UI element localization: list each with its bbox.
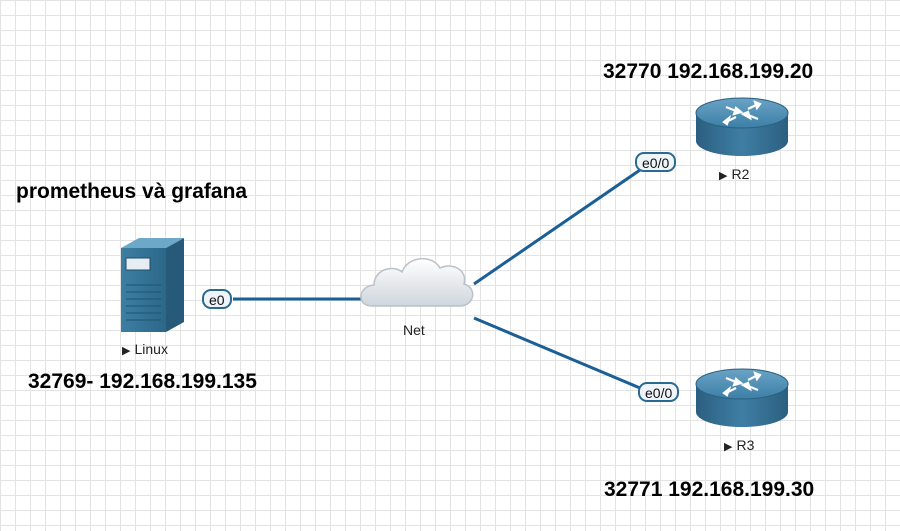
node-label-r3[interactable]: ▶R3 <box>724 437 754 453</box>
r2-annotation: 32770 192.168.199.20 <box>603 60 814 83</box>
server-icon[interactable] <box>121 238 184 332</box>
port-badge-r3-e0-0[interactable]: e0/0 <box>638 382 680 402</box>
node-label-text: R2 <box>731 166 750 182</box>
port-badge-r2-e0-0[interactable]: e0/0 <box>635 152 677 172</box>
link-net-r3[interactable] <box>473 316 641 390</box>
start-arrow-icon: ▶ <box>122 345 131 357</box>
r3-annotation: 32771 192.168.199.30 <box>604 478 815 501</box>
cloud-icon[interactable] <box>360 258 474 307</box>
node-label-net[interactable]: Net <box>403 322 425 338</box>
link-net-r2[interactable] <box>473 168 641 286</box>
linux-annotation: 32769- 192.168.199.135 <box>28 370 257 393</box>
port-badge-linux-e0[interactable]: e0 <box>202 289 232 309</box>
node-label-linux[interactable]: ▶Linux <box>122 341 168 357</box>
node-label-text: Net <box>403 322 425 338</box>
router-icon[interactable] <box>695 368 789 427</box>
node-label-r2[interactable]: ▶R2 <box>719 166 749 182</box>
node-label-text: R3 <box>736 437 755 453</box>
router-icon[interactable] <box>695 97 789 156</box>
node-label-text: Linux <box>134 341 168 357</box>
title-note: prometheus và grafana <box>16 180 248 203</box>
start-arrow-icon: ▶ <box>724 441 733 453</box>
start-arrow-icon: ▶ <box>719 170 728 182</box>
